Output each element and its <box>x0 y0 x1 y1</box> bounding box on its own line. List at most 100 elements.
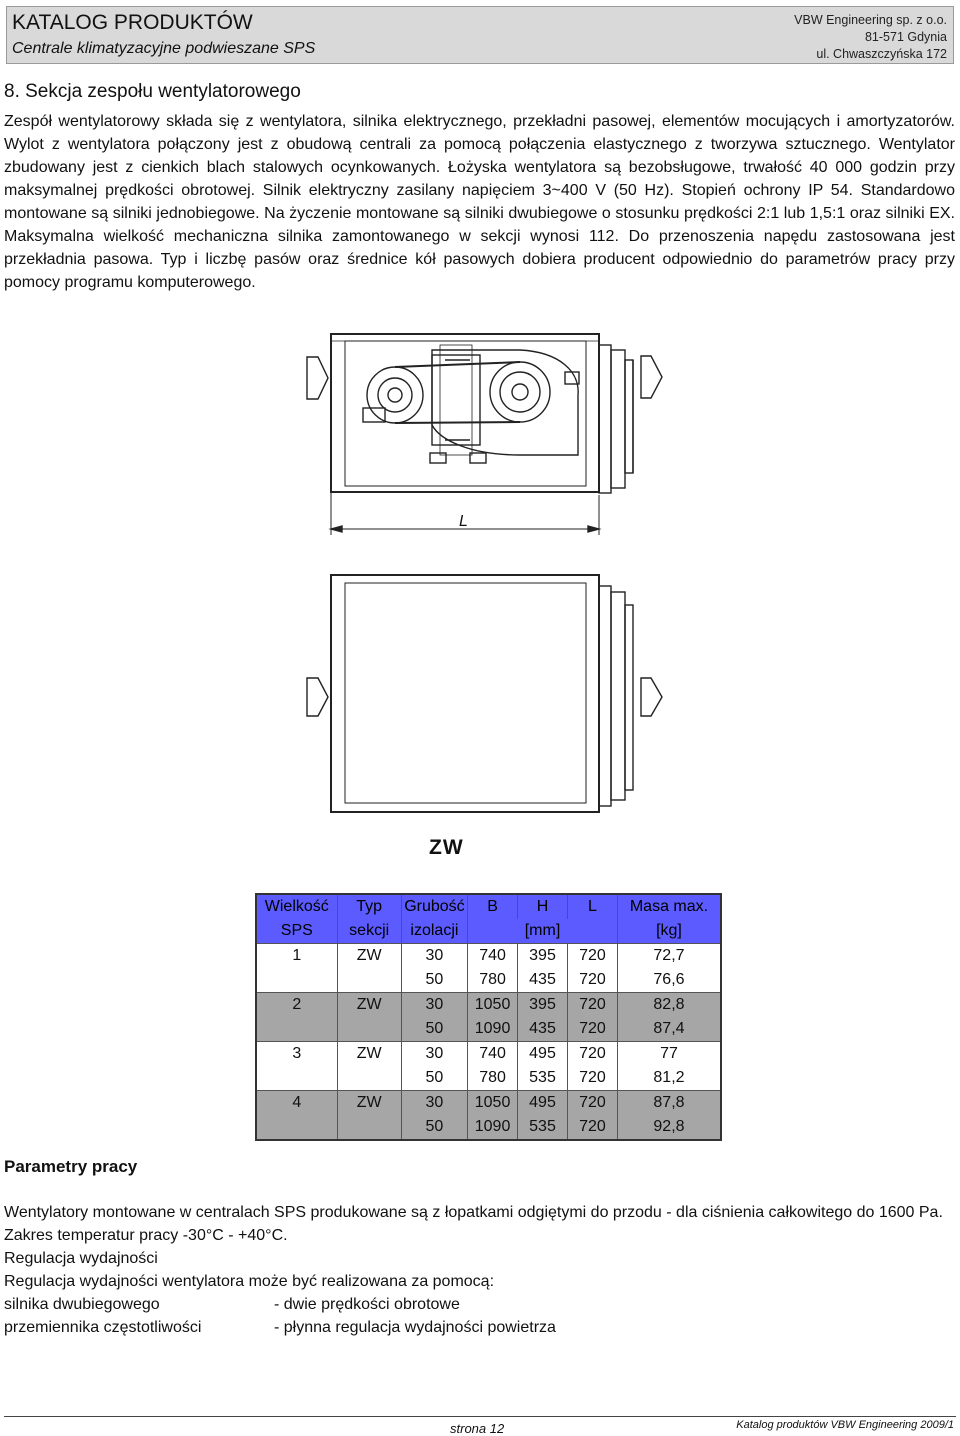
cell-b: 1090 <box>467 1115 519 1140</box>
cell-l: 720 <box>566 943 618 968</box>
col-header-unit-kg: [kg] <box>616 919 722 944</box>
col-header-size: Wielkość <box>255 894 338 919</box>
cell-h: 395 <box>517 943 568 968</box>
motor <box>431 354 481 446</box>
cell-l: 720 <box>566 1066 618 1091</box>
cell-mass: 87,8 <box>616 1090 722 1115</box>
capacity-control-intro: Regulacja wydajności wentylatora może by… <box>4 1273 495 1290</box>
cell-insulation: 50 <box>400 968 469 993</box>
cell-size <box>255 1066 338 1091</box>
col-header-l: L <box>566 894 618 919</box>
pressure-info: Wentylatory montowane w centralach SPS p… <box>4 1204 943 1221</box>
company-address: VBW Engineering sp. z o.o. 81-571 Gdynia… <box>794 12 947 63</box>
dimension-label: L <box>459 513 468 530</box>
temperature-range: Zakres temperatur pracy -30°C - +40°C. <box>4 1227 288 1244</box>
cell-insulation: 50 <box>400 1017 469 1042</box>
cell-l: 720 <box>566 992 618 1017</box>
cell-mass: 77 <box>616 1041 722 1066</box>
section-title: 8. Sekcja zespołu wentylatorowego <box>4 81 301 102</box>
cell-mass: 72,7 <box>616 943 722 968</box>
catalog-subtitle: Centrale klimatyzacyjne podwieszane SPS <box>12 40 316 57</box>
cell-type: ZW <box>336 992 402 1017</box>
cell-l: 720 <box>566 1090 618 1115</box>
cell-size: 3 <box>255 1041 338 1066</box>
control-option-name: silnika dwubiegowego <box>4 1296 160 1313</box>
operating-parameters: Wentylatory montowane w centralach SPS p… <box>4 1201 956 1339</box>
col-header-type: Typ <box>336 894 402 919</box>
drive-belt <box>394 361 521 368</box>
cell-h: 495 <box>517 1041 568 1066</box>
catalog-edition: Katalog produktów VBW Engineering 2009/1 <box>736 1419 954 1431</box>
company-street: ul. Chwaszczyńska 172 <box>816 47 947 61</box>
cell-b: 740 <box>467 1041 519 1066</box>
cell-insulation: 30 <box>400 1041 469 1066</box>
cell-b: 740 <box>467 943 519 968</box>
cell-mass: 87,4 <box>616 1017 722 1042</box>
cell-size <box>255 1115 338 1140</box>
cell-insulation: 30 <box>400 1090 469 1115</box>
section-type-label: ZW <box>429 836 464 859</box>
footer-divider <box>4 1416 956 1417</box>
outlet-arrow-bottom <box>640 677 663 717</box>
catalog-header: KATALOG PRODUKTÓW Centrale klimatyzacyjn… <box>6 6 954 64</box>
cell-l: 720 <box>566 1017 618 1042</box>
cell-b: 780 <box>467 1066 519 1091</box>
col-header-insulation: Grubość <box>400 894 469 919</box>
cell-h: 535 <box>517 1066 568 1091</box>
cell-mass: 81,2 <box>616 1066 722 1091</box>
col-header-mass: Masa max. <box>616 894 722 919</box>
cell-size: 1 <box>255 943 338 968</box>
table-row: 50 1090 535 720 92,8 <box>255 1115 722 1140</box>
fan-section-drawing: L <box>306 333 663 813</box>
inlet-arrow-bottom <box>306 677 329 717</box>
cell-size: 2 <box>255 992 338 1017</box>
cell-size <box>255 1017 338 1042</box>
motor-pulley <box>366 366 424 424</box>
cell-type: ZW <box>336 1090 402 1115</box>
outlet-arrow-top <box>640 355 663 399</box>
cell-b: 1090 <box>467 1017 519 1042</box>
table-header-row: SPS sekcji izolacji [mm] [kg] <box>255 919 722 944</box>
control-option: przemiennika częstotliwości - płynna reg… <box>4 1316 956 1339</box>
cell-mass: 92,8 <box>616 1115 722 1140</box>
page-number: strona 12 <box>450 1421 505 1436</box>
cell-l: 720 <box>566 1041 618 1066</box>
cell-insulation: 30 <box>400 943 469 968</box>
table-row: 50 780 535 720 81,2 <box>255 1066 722 1091</box>
control-option-desc: - płynna regulacja wydajności powietrza <box>274 1319 556 1336</box>
cell-l: 720 <box>566 968 618 993</box>
cell-type: ZW <box>336 1041 402 1066</box>
cell-mass: 76,6 <box>616 968 722 993</box>
cell-h: 535 <box>517 1115 568 1140</box>
table-row: 50 780 435 720 76,6 <box>255 968 722 993</box>
cell-insulation: 50 <box>400 1066 469 1091</box>
fan-scroll <box>431 349 579 456</box>
col-header-unit-mm: [mm] <box>467 919 618 944</box>
cell-insulation: 50 <box>400 1115 469 1140</box>
capacity-control-heading: Regulacja wydajności <box>4 1250 158 1267</box>
col-header-type-sub: sekcji <box>336 919 402 944</box>
cell-l: 720 <box>566 1115 618 1140</box>
cell-h: 495 <box>517 1090 568 1115</box>
table-row: 3 ZW 30 740 495 720 77 <box>255 1041 722 1066</box>
control-option-desc: - dwie prędkości obrotowe <box>274 1296 460 1313</box>
cell-size <box>255 968 338 993</box>
table-header-row: Wielkość Typ Grubość B H L Masa max. <box>255 894 722 919</box>
side-view-frame <box>330 333 600 493</box>
cell-h: 395 <box>517 992 568 1017</box>
control-option: silnika dwubiegowego - dwie prędkości ob… <box>4 1293 956 1316</box>
fan-wheel <box>489 361 551 423</box>
control-option-name: przemiennika częstotliwości <box>4 1319 202 1336</box>
company-zip: 81-571 Gdynia <box>864 30 947 44</box>
parameters-heading: Parametry pracy <box>4 1157 138 1176</box>
company-name: VBW Engineering sp. z o.o. <box>794 13 947 27</box>
table-row: 50 1090 435 720 87,4 <box>255 1017 722 1042</box>
cell-b: 1050 <box>467 1090 519 1115</box>
cell-type <box>336 1066 402 1091</box>
cell-h: 435 <box>517 968 568 993</box>
col-header-b: B <box>467 894 519 919</box>
col-header-insulation-sub: izolacji <box>400 919 469 944</box>
cell-type <box>336 1017 402 1042</box>
cell-h: 435 <box>517 1017 568 1042</box>
cell-type <box>336 1115 402 1140</box>
